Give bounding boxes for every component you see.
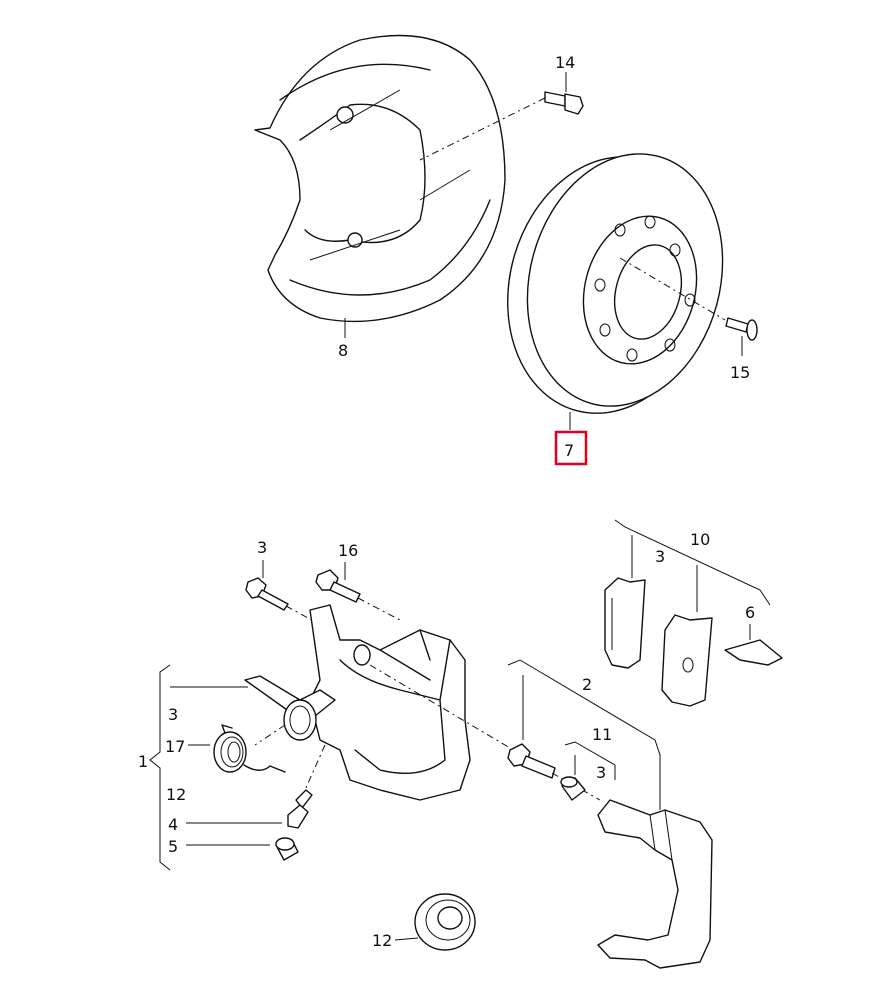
guide-sleeve[interactable] — [560, 776, 586, 801]
label-3-pads: 3 — [655, 547, 665, 566]
bracket-11 — [564, 741, 616, 780]
guide-bolt[interactable] — [507, 743, 601, 801]
brake-disc-part-7[interactable] — [480, 132, 750, 437]
label-7: 7 — [564, 441, 574, 460]
label-14: 14 — [555, 53, 575, 72]
bracket-2 — [507, 659, 661, 810]
label-10: 10 — [690, 530, 710, 549]
label-12-group: 12 — [166, 785, 186, 804]
splash-shield-part-8[interactable] — [254, 34, 506, 339]
bolt-part-14[interactable] — [419, 72, 584, 161]
brake-carrier[interactable] — [597, 799, 713, 969]
bolt-part-16[interactable] — [315, 569, 401, 621]
label-5: 5 — [168, 837, 178, 856]
label-4: 4 — [168, 815, 178, 834]
label-17: 17 — [165, 737, 185, 756]
label-12-seal: 12 — [372, 931, 392, 950]
label-2: 2 — [582, 675, 592, 694]
label-8: 8 — [338, 341, 348, 360]
label-3-group: 3 — [168, 705, 178, 724]
spring-part-17[interactable] — [213, 724, 286, 773]
brake-pad-inner[interactable] — [661, 614, 713, 707]
label-16: 16 — [338, 541, 358, 560]
label-15: 15 — [730, 363, 750, 382]
label-3-bolt: 3 — [257, 538, 267, 557]
bleed-valve-part-4[interactable] — [287, 789, 313, 829]
bracket-10 — [614, 519, 771, 606]
label-1: 1 — [138, 752, 148, 771]
label-11: 11 — [592, 725, 612, 744]
piston-seal-part-12[interactable] — [394, 893, 476, 951]
caliper-housing[interactable] — [244, 604, 511, 801]
clip-part-6[interactable] — [724, 639, 783, 666]
dust-cap-part-5[interactable] — [275, 837, 299, 861]
label-3-carrier: 3 — [596, 763, 606, 782]
brake-pad-outer[interactable] — [604, 577, 646, 669]
bolt-part-3[interactable] — [245, 577, 331, 631]
bracket-group-1 — [149, 664, 282, 871]
highlight-box-7 — [554, 430, 588, 466]
screw-part-15[interactable] — [725, 317, 758, 356]
label-6: 6 — [745, 603, 755, 622]
